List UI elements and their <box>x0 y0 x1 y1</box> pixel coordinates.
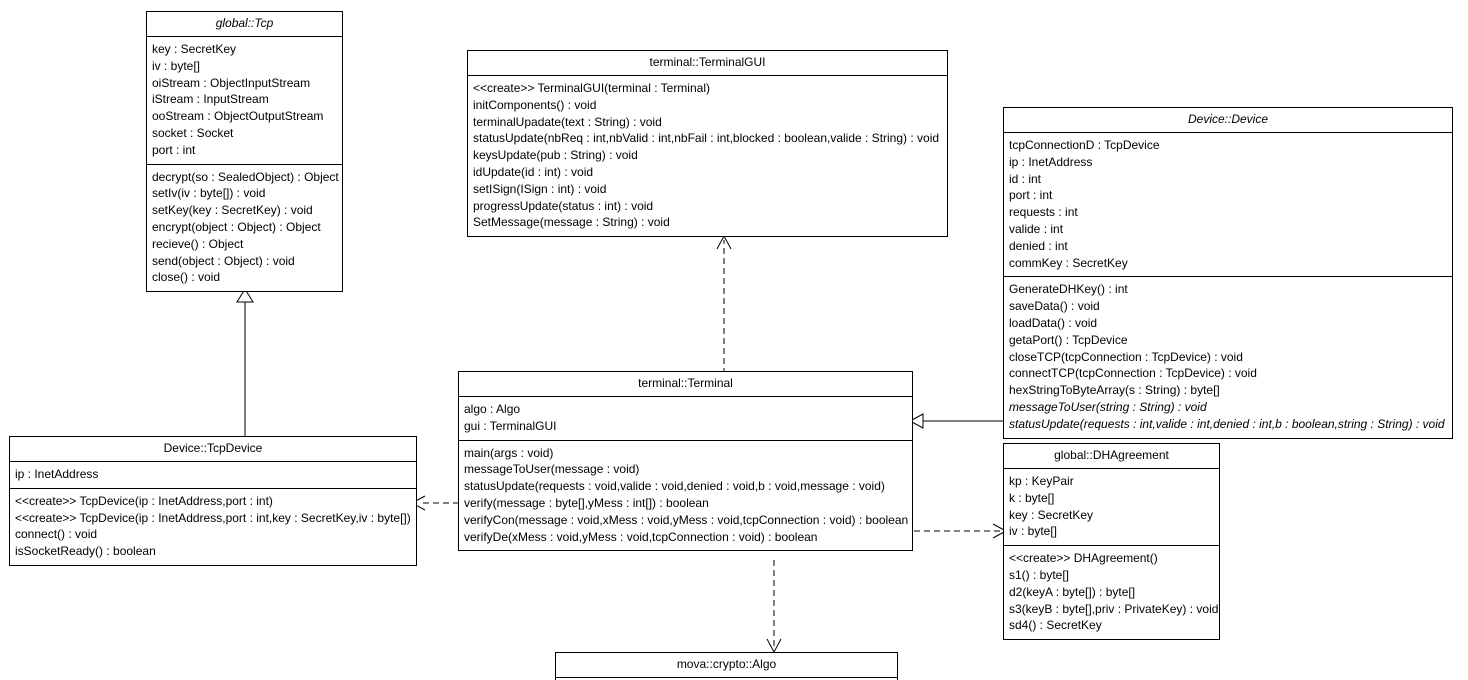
operation-row: send(object : Object) : void <box>152 253 295 268</box>
class-title-mova-crypto-algo: mova::crypto::Algo <box>556 653 897 678</box>
class-box-terminal-terminalgui[interactable]: terminal::TerminalGUI <<create>> Termina… <box>467 50 948 238</box>
attribute-row: ooStream : ObjectOutputStream <box>152 109 324 124</box>
operation-row: verifyCon(message : void,xMess : void,yM… <box>464 512 909 527</box>
operation-row: setIv(iv : byte[]) : void <box>152 186 266 201</box>
operation-row: GenerateDHKey() : int <box>1009 282 1128 297</box>
attribute-row: tcpConnectionD : TcpDevice <box>1009 138 1160 152</box>
class-box-device-tcpdevice[interactable]: Device::TcpDevice ip : InetAddress <<cre… <box>9 436 417 566</box>
operation-row: loadData() : void <box>1009 315 1098 330</box>
attribute-row: port : int <box>152 142 196 157</box>
class-attributes-terminal-terminal: algo : Algo gui : TerminalGUI <box>459 397 912 441</box>
class-operations-terminal-terminalgui: <<create>> TerminalGUI(terminal : Termin… <box>468 76 947 236</box>
operation-row: statusUpdate(requests : void,valide : vo… <box>464 479 885 494</box>
edge-terminal-to-terminalgui <box>716 234 732 374</box>
operation-row: close() : void <box>152 270 221 285</box>
class-title-device-tcpdevice: Device::TcpDevice <box>10 437 416 462</box>
operation-row: d2(keyA : byte[]) : byte[] <box>1009 584 1136 599</box>
operation-row: isSocketReady() : boolean <box>15 544 156 559</box>
operation-row: statusUpdate(nbReq : int,nbValid : int,n… <box>473 131 940 146</box>
operation-row: <<create>> TcpDevice(ip : InetAddress,po… <box>15 493 273 508</box>
attribute-row: iv : byte[] <box>152 58 201 73</box>
class-operations-global-tcp: decrypt(so : SealedObject) : Object setI… <box>147 165 342 292</box>
edge-terminal-to-dhagreement <box>914 523 1008 539</box>
class-box-mova-crypto-algo[interactable]: mova::crypto::Algo <box>555 652 898 680</box>
class-title-terminal-terminal: terminal::Terminal <box>459 372 912 397</box>
class-attributes-device-tcpdevice: ip : InetAddress <box>10 462 416 489</box>
operation-row: setISign(ISign : int) : void <box>473 181 607 196</box>
edge-device-to-terminal <box>908 413 1004 429</box>
class-box-terminal-terminal[interactable]: terminal::Terminal algo : Algo gui : Ter… <box>458 371 913 552</box>
attribute-row: key : SecretKey <box>152 42 237 56</box>
operation-row: s3(keyB : byte[],priv : PrivateKey) : vo… <box>1009 601 1219 616</box>
attribute-row: kp : KeyPair <box>1009 474 1074 488</box>
attribute-row: socket : Socket <box>152 125 234 140</box>
operation-row: encrypt(object : Object) : Object <box>152 219 321 234</box>
operation-row: verify(message : byte[],yMess : int[]) :… <box>464 495 709 510</box>
operation-row: hexStringToByteArray(s : String) : byte[… <box>1009 383 1220 398</box>
attribute-row: denied : int <box>1009 238 1068 253</box>
attribute-row: iStream : InputStream <box>152 92 269 107</box>
operation-row: main(args : void) <box>464 445 554 460</box>
attribute-row: valide : int <box>1009 221 1064 236</box>
class-title-global-tcp: global::Tcp <box>147 12 342 37</box>
attribute-row: k : byte[] <box>1009 490 1055 505</box>
operation-row: progressUpdate(status : int) : void <box>473 198 654 213</box>
operation-row: SetMessage(message : String) : void <box>473 215 670 230</box>
operation-row: verifyDe(xMess : void,yMess : void,tcpCo… <box>464 529 818 544</box>
class-title-global-dhagreement: global::DHAgreement <box>1004 444 1219 469</box>
class-title-device-device: Device::Device <box>1004 108 1452 133</box>
operation-row: s1() : byte[] <box>1009 567 1070 582</box>
operation-row: initComponents() : void <box>473 97 597 112</box>
attribute-row: ip : InetAddress <box>1009 154 1093 169</box>
operation-row: idUpdate(id : int) : void <box>473 164 594 179</box>
operation-row: terminalUpadate(text : String) : void <box>473 114 662 129</box>
class-title-terminal-terminalgui: terminal::TerminalGUI <box>468 51 947 76</box>
class-attributes-global-dhagreement: kp : KeyPair k : byte[] key : SecretKey … <box>1004 469 1219 547</box>
class-attributes-device-device: tcpConnectionD : TcpDevice ip : InetAddr… <box>1004 133 1452 278</box>
class-box-global-dhagreement[interactable]: global::DHAgreement kp : KeyPair k : byt… <box>1003 443 1220 641</box>
operation-row: messageToUser(string : String) : void <box>1009 399 1207 414</box>
attribute-row: id : int <box>1009 171 1042 186</box>
operation-row: saveData() : void <box>1009 299 1100 314</box>
edge-tcpdevice-to-tcp <box>236 288 254 440</box>
operation-row: <<create>> TerminalGUI(terminal : Termin… <box>473 81 710 95</box>
attribute-row: ip : InetAddress <box>15 467 99 481</box>
attribute-row: algo : Algo <box>464 402 521 416</box>
operation-row: <<create>> DHAgreement() <box>1009 551 1158 566</box>
class-operations-global-dhagreement: <<create>> DHAgreement() s1() : byte[] d… <box>1004 546 1219 639</box>
operation-row: decrypt(so : SealedObject) : Object <box>152 169 339 184</box>
operation-row: connectTCP(tcpConnection : TcpDevice) : … <box>1009 366 1257 381</box>
operation-row: messageToUser(message : void) <box>464 462 640 477</box>
operation-row: recieve() : Object <box>152 236 244 251</box>
operation-row: <<create>> TcpDevice(ip : InetAddress,po… <box>15 510 411 525</box>
attribute-row: requests : int <box>1009 205 1078 220</box>
operation-row: getaPort() : TcpDevice <box>1009 332 1128 347</box>
class-operations-device-device: GenerateDHKey() : int saveData() : void … <box>1004 277 1452 437</box>
class-box-global-tcp[interactable]: global::Tcp key : SecretKey iv : byte[] … <box>146 11 343 293</box>
operation-row: statusUpdate(requests : int,valide : int… <box>1009 416 1445 431</box>
class-operations-terminal-terminal: main(args : void) messageToUser(message … <box>459 441 912 551</box>
attribute-row: iv : byte[] <box>1009 524 1058 539</box>
operation-row: setKey(key : SecretKey) : void <box>152 203 313 218</box>
class-attributes-global-tcp: key : SecretKey iv : byte[] oiStream : O… <box>147 37 342 165</box>
attribute-row: key : SecretKey <box>1009 507 1094 522</box>
operation-row: connect() : void <box>15 527 98 542</box>
attribute-row: port : int <box>1009 188 1053 203</box>
operation-row: keysUpdate(pub : String) : void <box>473 148 638 163</box>
class-box-device-device[interactable]: Device::Device tcpConnectionD : TcpDevic… <box>1003 107 1453 439</box>
attribute-row: commKey : SecretKey <box>1009 255 1128 270</box>
attribute-row: oiStream : ObjectInputStream <box>152 75 311 90</box>
operation-row: sd4() : SecretKey <box>1009 618 1102 633</box>
operation-row: closeTCP(tcpConnection : TcpDevice) : vo… <box>1009 349 1243 364</box>
edge-terminal-to-algo <box>766 560 782 654</box>
class-operations-device-tcpdevice: <<create>> TcpDevice(ip : InetAddress,po… <box>10 489 416 565</box>
attribute-row: gui : TerminalGUI <box>464 418 557 433</box>
